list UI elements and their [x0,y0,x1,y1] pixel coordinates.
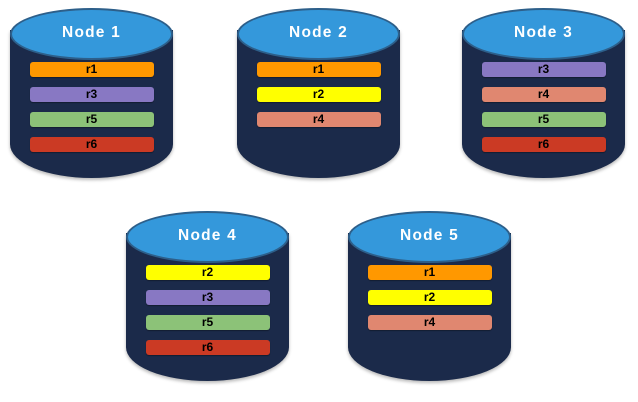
node-cylinder-top: Node 2 [237,8,400,60]
node-cylinder-top: Node 5 [348,211,511,263]
replica-label: r3 [201,289,214,304]
replica-bar-r4[interactable]: r4 [256,111,381,127]
replica-bar-r5[interactable]: r5 [145,314,270,330]
replica-stack: r1 r3 r5 r6 [10,62,173,162]
replica-bar-r6[interactable]: r6 [29,136,154,152]
replica-label: r1 [312,61,325,76]
replica-bar-r5[interactable]: r5 [29,111,154,127]
replica-bar-r6[interactable]: r6 [145,339,270,355]
database-node-1[interactable]: Node 1 r1 r3 r5 r6 [10,8,173,188]
replica-label: r2 [423,289,436,304]
database-node-4[interactable]: Node 4 r2 r3 r5 r6 [126,211,289,391]
node-cylinder-top: Node 3 [462,8,625,60]
replica-stack: r1 r2 r4 [237,62,400,137]
replica-bar-r3[interactable]: r3 [145,289,270,305]
replica-bar-r2[interactable]: r2 [256,86,381,102]
database-node-5[interactable]: Node 5 r1 r2 r4 [348,211,511,391]
replica-label: r5 [85,111,98,126]
database-node-3[interactable]: Node 3 r3 r4 r5 r6 [462,8,625,188]
replica-bar-r1[interactable]: r1 [367,264,492,280]
replica-label: r5 [537,111,550,126]
node-title: Node 4 [178,227,237,245]
replica-label: r2 [312,86,325,101]
node-title: Node 1 [62,24,121,42]
replica-bar-r4[interactable]: r4 [481,86,606,102]
replica-label: r4 [537,86,550,101]
replica-bar-r2[interactable]: r2 [145,264,270,280]
replica-label: r6 [537,136,550,151]
replica-stack: r3 r4 r5 r6 [462,62,625,162]
replica-label: r3 [85,86,98,101]
node-title: Node 2 [289,24,348,42]
replica-label: r1 [85,61,98,76]
replica-bar-r1[interactable]: r1 [29,61,154,77]
replica-bar-r6[interactable]: r6 [481,136,606,152]
replica-bar-r5[interactable]: r5 [481,111,606,127]
replica-bar-r2[interactable]: r2 [367,289,492,305]
replica-label: r3 [537,61,550,76]
replica-bar-r1[interactable]: r1 [256,61,381,77]
replica-bar-r4[interactable]: r4 [367,314,492,330]
replica-bar-r3[interactable]: r3 [29,86,154,102]
replica-label: r4 [312,111,325,126]
replica-stack: r2 r3 r5 r6 [126,265,289,365]
replica-label: r6 [85,136,98,151]
node-cylinder-top: Node 1 [10,8,173,60]
node-title: Node 3 [514,24,573,42]
replica-stack: r1 r2 r4 [348,265,511,340]
replica-label: r2 [201,264,214,279]
replica-label: r6 [201,339,214,354]
replica-label: r5 [201,314,214,329]
replica-label: r1 [423,264,436,279]
node-title: Node 5 [400,227,459,245]
node-cylinder-top: Node 4 [126,211,289,263]
replica-bar-r3[interactable]: r3 [481,61,606,77]
replica-label: r4 [423,314,436,329]
database-node-2[interactable]: Node 2 r1 r2 r4 [237,8,400,188]
